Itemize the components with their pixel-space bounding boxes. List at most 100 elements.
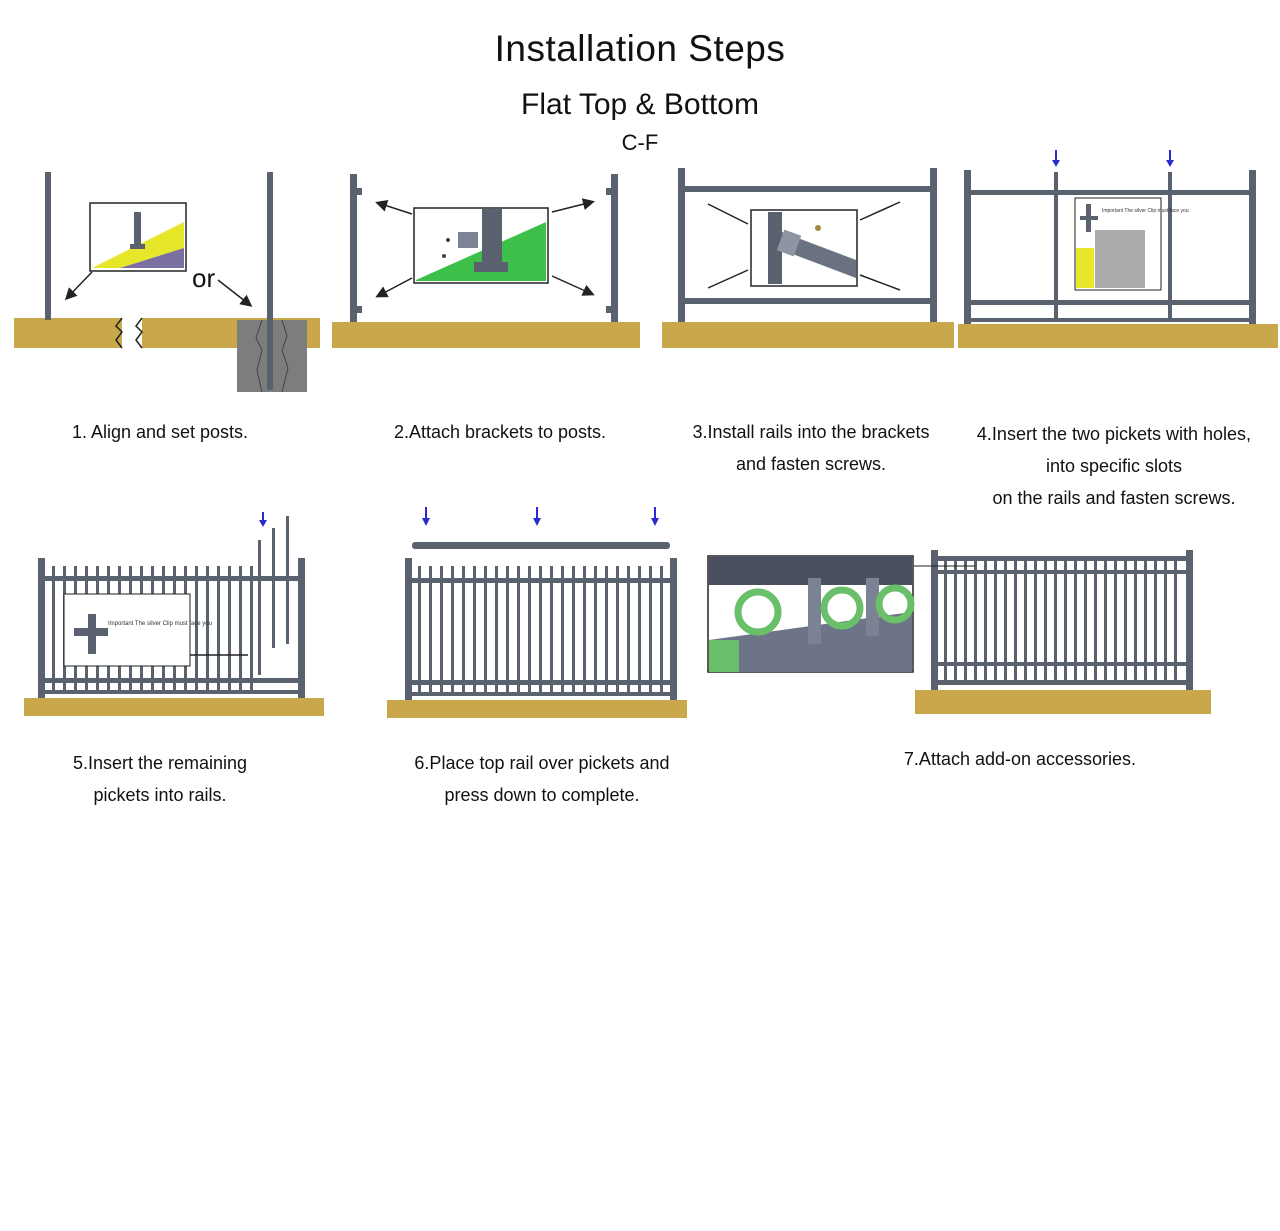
picket xyxy=(1144,556,1147,685)
fence-rail xyxy=(971,190,1249,195)
step-caption-line: and fasten screws. xyxy=(735,454,887,474)
picket xyxy=(473,566,476,696)
picket xyxy=(944,556,947,685)
fence-rail xyxy=(685,186,930,192)
fence-post xyxy=(45,172,51,320)
step-caption-line: 1. Align and set posts. xyxy=(71,422,249,442)
picket xyxy=(1168,172,1172,322)
fence-post xyxy=(611,174,618,322)
down-arrow-icon xyxy=(422,518,430,526)
down-arrow-icon xyxy=(259,520,267,527)
fence-rail xyxy=(685,298,930,304)
ground-slab xyxy=(915,690,1211,714)
picket xyxy=(550,566,553,696)
step7-illustration xyxy=(707,550,1211,714)
fence-post xyxy=(298,558,305,698)
down-arrow-icon xyxy=(1052,160,1060,167)
picket xyxy=(429,566,432,696)
step4-illustration: Important The silver Clip must face you xyxy=(958,150,1278,348)
step-caption-line: 5.Insert the remaining xyxy=(72,753,248,773)
ground-slab xyxy=(24,698,324,716)
step1-illustration: or xyxy=(14,172,320,393)
picket xyxy=(627,566,630,696)
picket xyxy=(272,528,275,648)
picket xyxy=(1034,556,1037,685)
picket xyxy=(572,566,575,696)
step-caption-5: 5.Insert the remaining pickets into rails… xyxy=(30,747,290,811)
step-caption-line: 7.Attach add-on accessories. xyxy=(903,749,1137,769)
fence-rail xyxy=(938,556,1186,561)
ground-slab xyxy=(662,322,954,348)
picket xyxy=(250,566,253,694)
picket xyxy=(1124,556,1127,685)
picket xyxy=(994,556,997,685)
page-title: Installation Steps xyxy=(494,28,786,69)
picket xyxy=(484,566,487,696)
ring-accessory xyxy=(820,586,864,630)
picket xyxy=(440,566,443,696)
step-caption-7: 7.Attach add-on accessories. xyxy=(870,743,1170,775)
picket xyxy=(517,566,520,696)
picket xyxy=(638,566,641,696)
step5-illustration: Important The silver Clip must face you xyxy=(24,512,324,716)
picket xyxy=(506,566,509,696)
picket xyxy=(1054,172,1058,322)
step-caption-3: 3.Install rails into the brackets and fas… xyxy=(668,416,954,480)
ground-slab xyxy=(14,318,122,348)
fence-post xyxy=(931,550,938,690)
note-text: Important The silver Clip must face you xyxy=(108,621,212,627)
fence-rail xyxy=(412,680,670,685)
picket xyxy=(1174,556,1177,685)
fence-post xyxy=(267,172,273,390)
fence-post xyxy=(670,558,677,700)
step-caption-line: pickets into rails. xyxy=(93,785,227,805)
top-rail xyxy=(412,542,670,549)
picket xyxy=(954,556,957,685)
picket xyxy=(286,516,289,644)
picket xyxy=(1164,556,1167,685)
picket xyxy=(1074,556,1077,685)
fence-rail xyxy=(971,300,1249,305)
ring-accessory xyxy=(734,588,782,636)
picket xyxy=(964,556,967,685)
picket xyxy=(1134,556,1137,685)
ground-slab xyxy=(958,324,1278,348)
fence-post xyxy=(38,558,45,698)
step-caption-line: on the rails and fasten screws. xyxy=(992,488,1236,508)
picket xyxy=(1094,556,1097,685)
picket xyxy=(228,566,231,694)
down-arrow-icon xyxy=(651,518,659,526)
ground-slab xyxy=(332,322,640,348)
fence-post xyxy=(678,168,685,322)
fence-rail xyxy=(938,680,1186,685)
picket xyxy=(1044,556,1047,685)
fence-rail xyxy=(45,678,298,683)
step-caption-line: 4.Insert the two pickets with holes, xyxy=(976,424,1252,444)
picket xyxy=(258,540,261,675)
picket xyxy=(649,566,652,696)
picket xyxy=(1154,556,1157,685)
fence-rail xyxy=(45,576,298,581)
picket xyxy=(1024,556,1027,685)
step-caption-line: 2.Attach brackets to posts. xyxy=(393,422,607,442)
fence-rail xyxy=(971,318,1249,322)
picket xyxy=(52,566,55,694)
fence-post xyxy=(1186,550,1193,690)
step-caption-line: 3.Install rails into the brackets xyxy=(692,422,930,442)
down-arrow-icon xyxy=(1166,160,1174,167)
fence-rail xyxy=(938,570,1186,574)
model-code: C-F xyxy=(621,130,659,155)
picket xyxy=(660,566,663,696)
step3-illustration xyxy=(662,168,954,348)
step-caption-line: into specific slots xyxy=(1045,456,1183,476)
picket xyxy=(195,566,198,694)
picket xyxy=(217,566,220,694)
fence-rail xyxy=(412,692,670,696)
picket xyxy=(418,566,421,696)
down-arrow-icon xyxy=(533,518,541,526)
picket xyxy=(539,566,542,696)
step-caption-line: 6.Place top rail over pickets and xyxy=(414,753,670,773)
step-caption-line: press down to complete. xyxy=(444,785,640,805)
picket xyxy=(528,566,531,696)
